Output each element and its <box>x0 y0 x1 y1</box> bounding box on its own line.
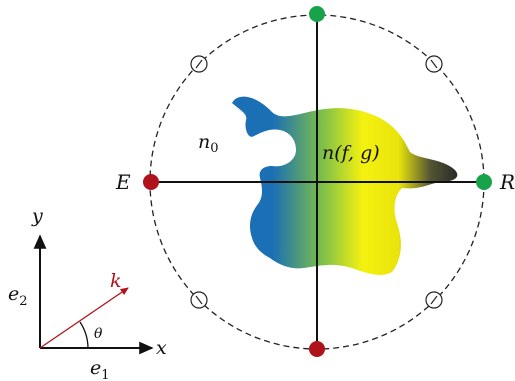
label-E: E <box>115 170 131 194</box>
theta-arc <box>79 321 89 349</box>
right-marker <box>476 174 492 190</box>
label-e1: e1 <box>90 357 110 381</box>
label-k: k <box>110 270 122 292</box>
scatterer-shape <box>232 96 458 275</box>
label-theta: θ <box>94 326 103 342</box>
label-nfg: n(f, g) <box>322 142 380 164</box>
hollow-marker <box>190 291 208 309</box>
label-y: y <box>31 205 43 227</box>
bottom-marker <box>309 341 325 357</box>
label-x: x <box>156 337 167 359</box>
top-marker <box>309 6 325 22</box>
k-vector-arrow <box>39 287 129 349</box>
left-marker <box>143 174 159 190</box>
label-e2: e2 <box>8 283 28 309</box>
hollow-marker <box>425 291 443 309</box>
hollow-marker <box>190 55 208 73</box>
label-R: R <box>499 170 515 194</box>
hollow-marker <box>425 55 443 73</box>
label-n0: n0 <box>198 131 219 156</box>
